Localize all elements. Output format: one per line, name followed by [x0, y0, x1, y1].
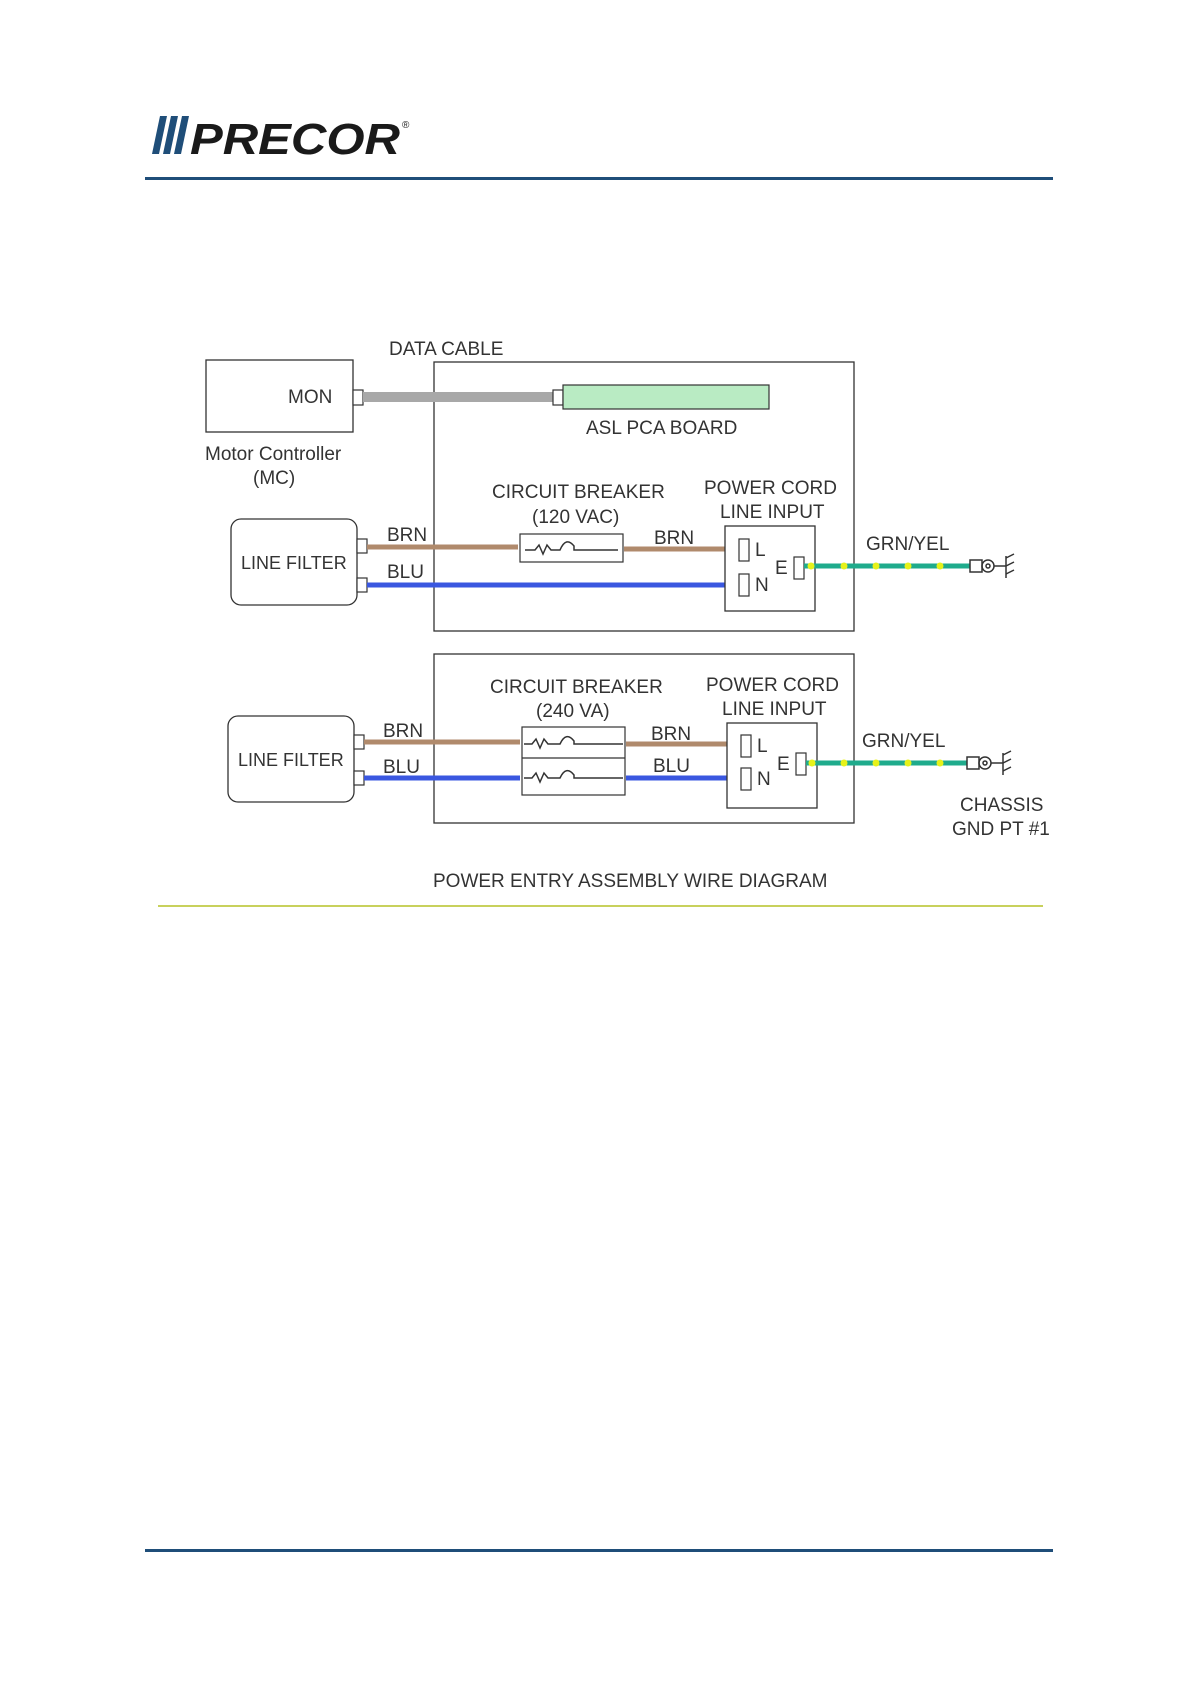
logo-text: PRECOR: [190, 115, 400, 164]
bottom-circuit-breaker-label: CIRCUIT BREAKER: [490, 677, 663, 698]
top-cb-rating-label: (120 VAC): [532, 507, 619, 528]
top-ground-symbol-icon: [970, 554, 1014, 578]
top-circuit-breaker-label: CIRCUIT BREAKER: [492, 482, 665, 503]
bottom-cb-rating-label: (240 VA): [536, 701, 610, 722]
top-terminal-l: [739, 539, 749, 561]
mon-connector: [353, 390, 363, 405]
top-grn-yel-label: GRN/YEL: [866, 534, 949, 555]
power-entry-wire-diagram: MON Motor Controller (MC) DATA CABLE ASL…: [0, 320, 1191, 920]
bottom-ground-symbol-icon: [967, 751, 1011, 775]
bottom-blu-left-label: BLU: [383, 757, 420, 778]
top-lf-brn-connector: [357, 539, 367, 553]
chassis-label: CHASSIS: [960, 795, 1043, 816]
mc-label: (MC): [253, 468, 295, 489]
bottom-line-filter-label: LINE FILTER: [238, 750, 344, 770]
bottom-terminal-n: [741, 768, 751, 790]
bottom-power-cord-label: POWER CORD: [706, 675, 839, 696]
top-circuit-breaker: [520, 534, 623, 562]
bottom-line-input-label: LINE INPUT: [722, 699, 827, 720]
diagram-title: POWER ENTRY ASSEMBLY WIRE DIAGRAM: [433, 871, 828, 892]
logo-stripes: [152, 116, 189, 154]
bottom-blu-right-label: BLU: [653, 756, 690, 777]
top-line-filter-label: LINE FILTER: [241, 553, 347, 573]
bottom-terminal-n-label: N: [757, 769, 771, 790]
top-brn-left-label: BRN: [387, 525, 427, 546]
bottom-terminal-e-label: E: [777, 754, 790, 775]
asl-pca-board: [563, 385, 769, 409]
header-rule: [145, 177, 1053, 180]
bottom-lf-blu-connector: [354, 771, 364, 785]
precor-logo: PRECOR ®: [148, 112, 418, 166]
top-terminal-n-label: N: [755, 575, 769, 596]
bottom-terminal-l: [741, 735, 751, 757]
gnd-pt-label: GND PT #1: [952, 819, 1050, 840]
top-line-input-label: LINE INPUT: [720, 502, 825, 523]
bottom-brn-left-label: BRN: [383, 721, 423, 742]
bottom-terminal-e: [796, 753, 806, 775]
top-terminal-e: [794, 557, 804, 579]
top-blu-left-label: BLU: [387, 562, 424, 583]
top-power-cord-label: POWER CORD: [704, 478, 837, 499]
top-terminal-n: [739, 574, 749, 596]
bottom-terminal-l-label: L: [757, 736, 768, 757]
top-terminal-l-label: L: [755, 540, 766, 561]
bottom-lf-brn-connector: [354, 735, 364, 749]
top-terminal-e-label: E: [775, 558, 788, 579]
logo-registered-mark: ®: [402, 120, 410, 131]
asl-connector: [553, 390, 563, 405]
bottom-circuit-breaker: [522, 727, 625, 795]
motor-controller-label: Motor Controller: [205, 444, 342, 465]
asl-pca-board-label: ASL PCA BOARD: [586, 418, 737, 439]
top-lf-blu-connector: [357, 578, 367, 592]
mon-label: MON: [288, 387, 332, 408]
footer-rule: [145, 1549, 1053, 1552]
data-cable-label: DATA CABLE: [389, 339, 503, 360]
bottom-grn-yel-label: GRN/YEL: [862, 731, 945, 752]
top-brn-right-label: BRN: [654, 528, 694, 549]
